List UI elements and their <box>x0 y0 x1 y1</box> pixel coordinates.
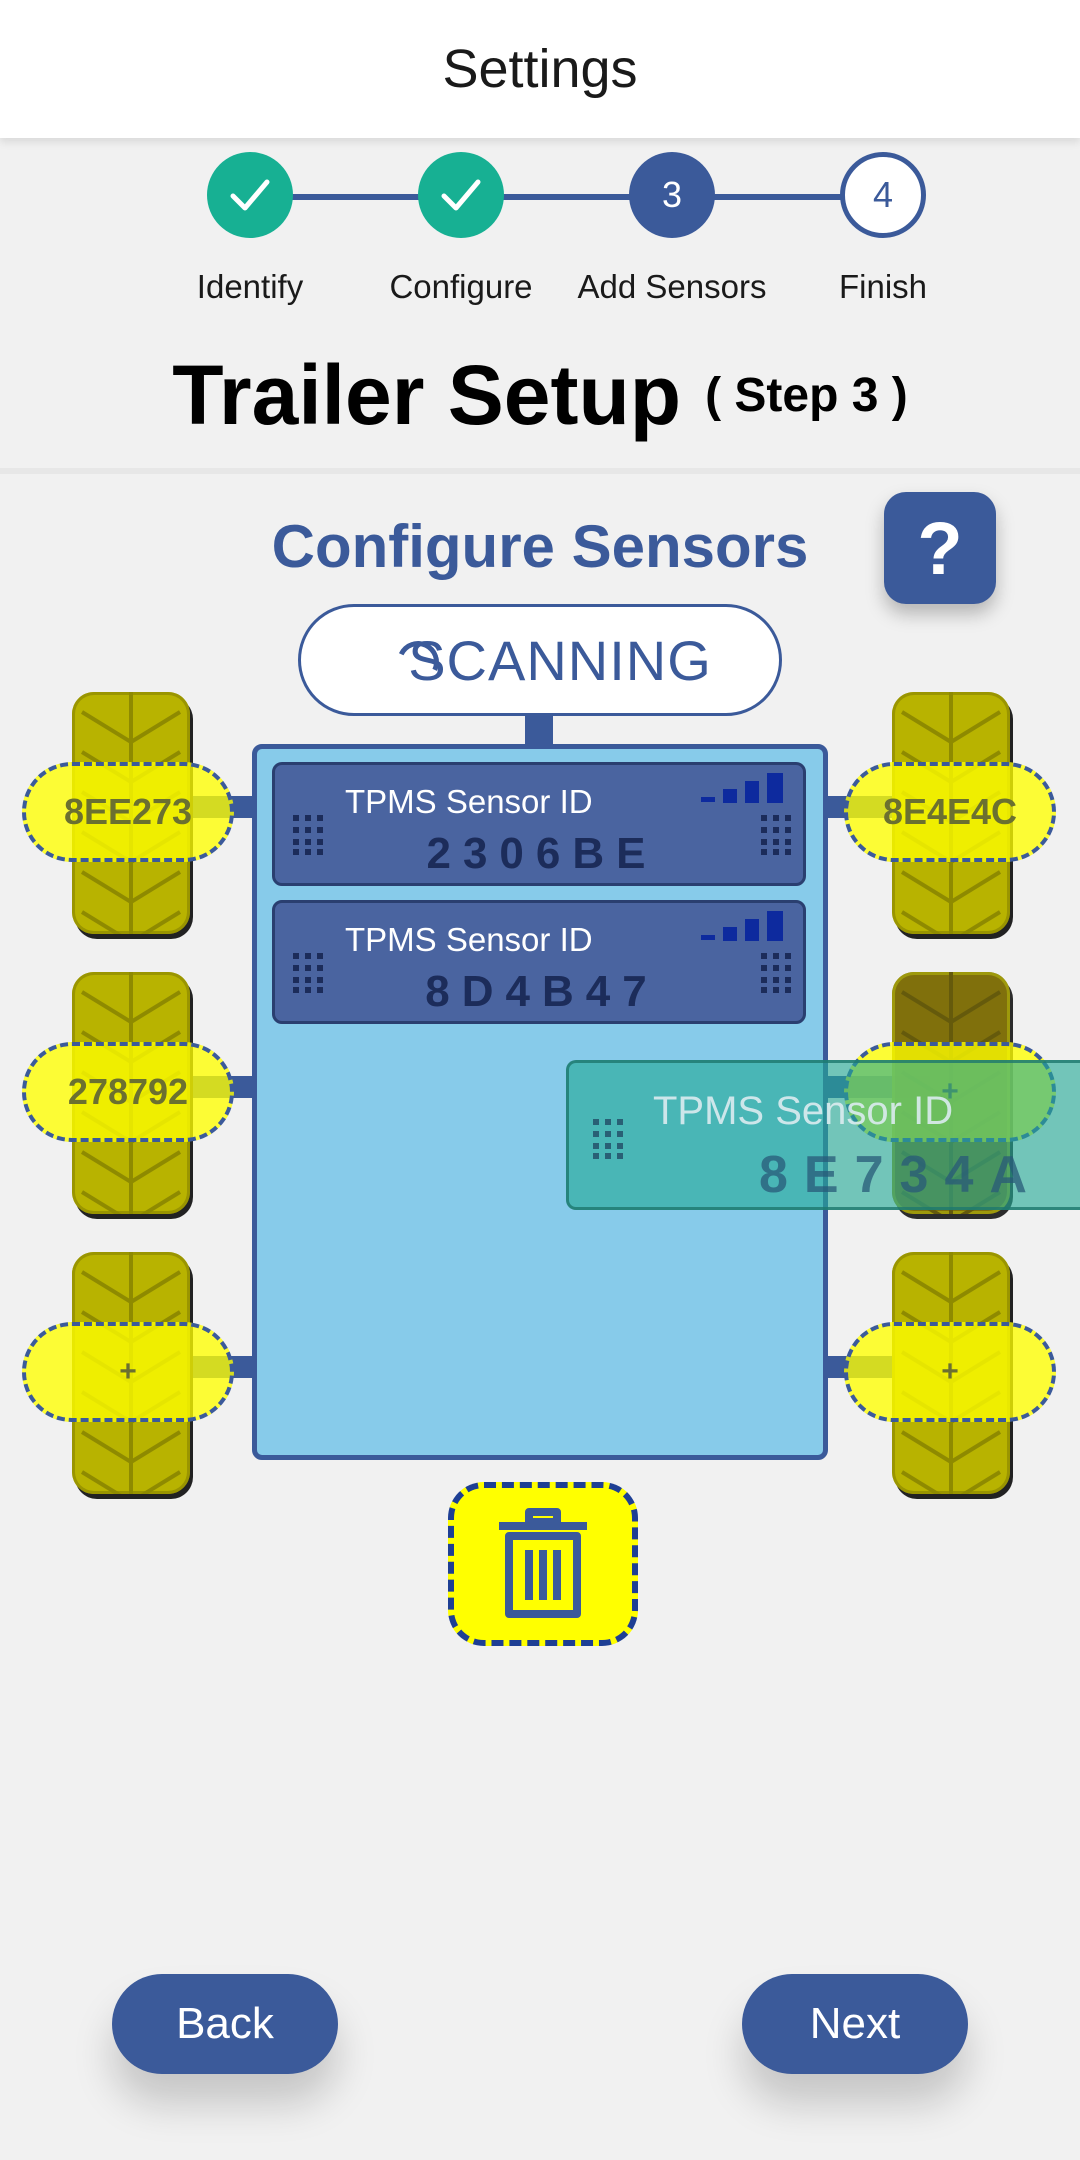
step-label-add-sensors: Add Sensors <box>577 268 767 305</box>
step-label-configure: Configure <box>389 268 533 305</box>
sensor-card[interactable]: TPMS Sensor ID 2306BE <box>272 762 806 886</box>
drag-grip-icon <box>761 953 791 993</box>
step-identify-circle <box>207 152 293 238</box>
step-finish-circle: 4 <box>840 152 926 238</box>
trash-drop-zone[interactable] <box>448 1482 638 1646</box>
check-icon <box>441 179 481 211</box>
dragged-card-id: 8E734A <box>759 1146 1043 1204</box>
step-add-sensors-circle: 3 <box>629 152 715 238</box>
sensor-card-id: 8D4B47 <box>425 967 659 1016</box>
drag-grip-icon <box>593 1119 623 1159</box>
wheel-slot-right-1[interactable]: 8E4E4C <box>844 762 1056 862</box>
dragged-sensor-card[interactable]: TPMS Sensor ID 8E734A <box>566 1060 1080 1210</box>
next-button[interactable]: Next <box>742 1974 968 2074</box>
sensor-card[interactable]: TPMS Sensor ID 8D4B47 <box>272 900 806 1024</box>
step-label-finish: Finish <box>838 268 928 305</box>
page-title: Trailer Setup ( Step 3 ) <box>0 320 1080 470</box>
back-button[interactable]: Back <box>112 1974 338 2074</box>
sensor-card-id: 2306BE <box>426 829 658 878</box>
wheel-slot-left-1[interactable]: 8EE273 <box>22 762 234 862</box>
drag-grip-icon <box>293 953 323 993</box>
trash-icon <box>499 1508 587 1618</box>
page-title-main: Trailer Setup <box>172 347 682 442</box>
scanning-label: SCANNING <box>408 628 712 692</box>
sensor-card-label: TPMS Sensor ID <box>345 921 593 958</box>
check-icon <box>230 179 270 211</box>
step-configure-circle <box>418 152 504 238</box>
help-button[interactable]: ? <box>884 492 996 604</box>
signal-icon <box>701 773 783 803</box>
wheel-slot-left-2[interactable]: 278792 <box>22 1042 234 1142</box>
signal-icon <box>701 911 783 941</box>
wheel-slot-left-3[interactable]: + <box>22 1322 234 1422</box>
scanning-indicator: SCANNING <box>298 604 782 716</box>
sensor-card-label: TPMS Sensor ID <box>345 783 593 820</box>
dragged-card-label: TPMS Sensor ID <box>653 1089 954 1133</box>
app-header: Settings <box>0 0 1080 138</box>
stepper-line <box>250 194 920 200</box>
page-title-step: ( Step 3 ) <box>705 368 908 422</box>
section-title: Configure Sensors <box>271 513 809 580</box>
question-icon: ? <box>917 506 963 590</box>
step-label-identify: Identify <box>196 268 304 305</box>
header-title: Settings <box>442 39 638 99</box>
drag-grip-icon <box>761 815 791 855</box>
drag-grip-icon <box>293 815 323 855</box>
progress-stepper: 3 4 Identify Configure Add Sensors Finis… <box>0 150 1080 320</box>
title-divider <box>0 468 1080 474</box>
scanner-connector <box>525 716 553 746</box>
wheel-slot-right-3[interactable]: + <box>844 1322 1056 1422</box>
